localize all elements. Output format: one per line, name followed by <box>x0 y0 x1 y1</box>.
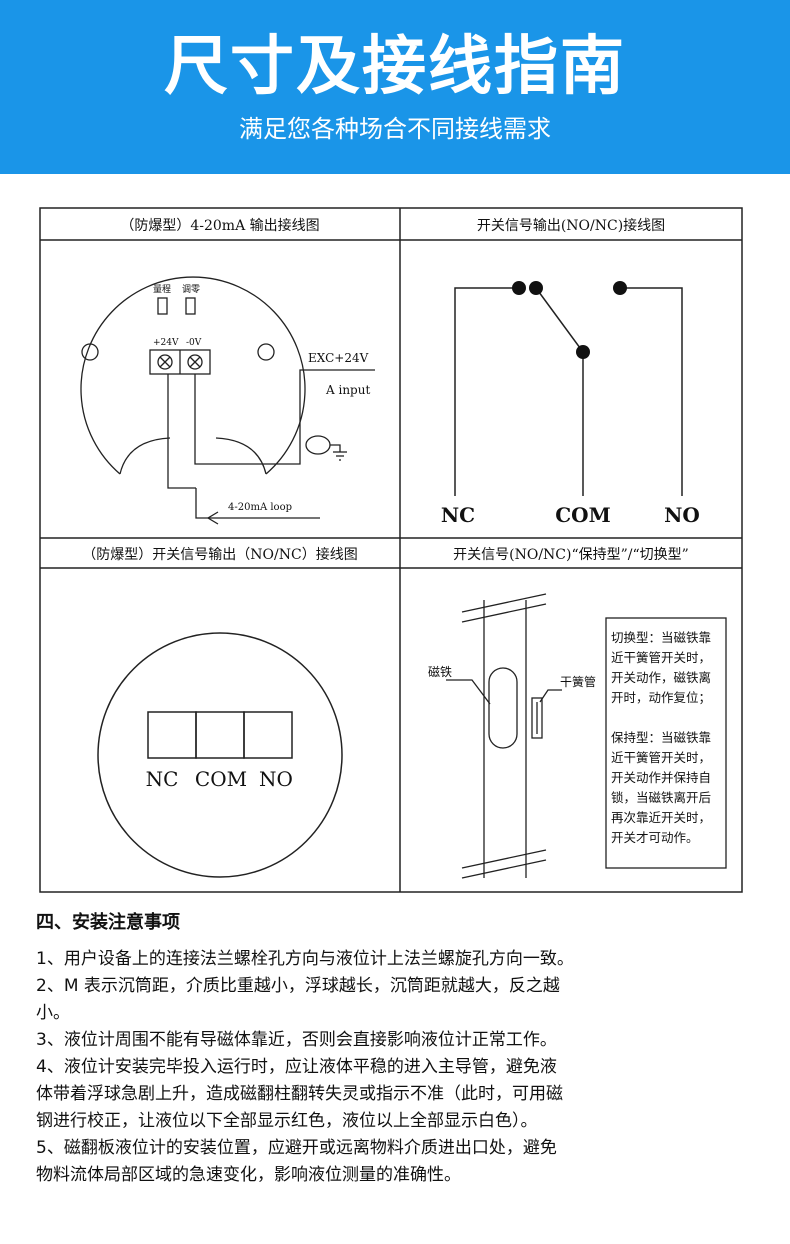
label-exc: EXC+24V <box>308 351 369 365</box>
notes-heading: 四、安装注意事项 <box>36 912 180 933</box>
label-plus24v: +24V <box>153 338 179 348</box>
description-line: 开关动作，磁铁离 <box>611 670 711 685</box>
description-line: 开关动作并保持自 <box>611 770 711 785</box>
note-line: 5、磁翻板液位计的安装位置，应避开或远离物料介质进出口处，避免 <box>36 1138 557 1158</box>
description-box <box>605 617 727 869</box>
notes-list: 1、用户设备上的连接法兰螺栓孔方向与液位计上法兰螺旋孔方向一致。 2、M 表示沉筒… <box>36 946 766 1189</box>
note-line: 3、液位计周围不能有导磁体靠近，否则会直接影响液位计正常工作。 <box>36 1030 557 1050</box>
label-loop: 4-20mA loop <box>228 502 292 513</box>
note-line: 物料流体局部区域的急速变化，影响液位测量的准确性。 <box>36 1165 461 1185</box>
terminal-com: COM <box>195 767 247 791</box>
terminal-housing <box>97 632 343 878</box>
label-input: A input <box>325 383 370 397</box>
label-minus0v: -0V <box>186 338 202 348</box>
panel2-drawing <box>454 287 683 496</box>
note-line: 4、液位计安装完毕投入运行时，应让液体平稳的进入主导管，避免液 <box>36 1057 557 1077</box>
description-line: 锁，当磁铁离开后 <box>611 790 711 805</box>
description-text: 切换型：当磁铁靠近干簧管开关时， 开关动作，磁铁离开时，动作复位； 保持型：当磁铁… <box>611 630 711 845</box>
note-line: 体带着浮球急剧上升，造成磁翻柱翻转失灵或指示不准（此时，可用磁 <box>36 1084 563 1104</box>
label-com: COM <box>555 503 610 527</box>
panel1-caption: （防爆型）4-20mA 输出接线图 <box>120 217 319 234</box>
magnet-shape <box>488 667 518 749</box>
reed-switch <box>531 697 543 739</box>
page-subtitle: 满足您各种场合不同接线需求 <box>239 115 551 143</box>
range-pot <box>157 297 168 315</box>
description-line: 开时，动作复位； <box>611 690 711 705</box>
zero-pot <box>185 297 196 315</box>
install-notes: 四、安装注意事项 1、用户设备上的连接法兰螺栓孔方向与液位计上法兰螺旋孔方向一致… <box>36 908 766 1189</box>
wiring-diagram: （防爆型）4-20mA 输出接线图 开关信号输出(NO/NC)接线图 （防爆型）… <box>39 207 743 893</box>
note-line: 钢进行校正，让液位以下全部显示红色，液位以上全部显示白色）。 <box>36 1111 538 1131</box>
description-line: 近干簧管开关时， <box>611 650 711 665</box>
note-line: 小。 <box>36 1003 70 1023</box>
description-line: 再次靠近开关时， <box>611 810 711 825</box>
housing-outline <box>80 276 306 475</box>
panel4-drawing <box>446 593 727 879</box>
description-line <box>611 710 615 725</box>
label-reed: 干簧管 <box>560 674 596 689</box>
diagram-grid <box>39 207 743 893</box>
panel4-caption: 开关信号(NO/NC)“保持型”/“切换型” <box>453 546 689 563</box>
description-line: 开关才可动作。 <box>611 830 699 845</box>
label-magnet: 磁铁 <box>428 664 452 679</box>
description-line: 切换型：当磁铁靠 <box>611 630 711 645</box>
label-range: 量程 <box>153 284 171 295</box>
label-no: NO <box>664 503 700 527</box>
description-line: 保持型：当磁铁靠 <box>611 730 711 745</box>
panel3-caption: （防爆型）开关信号输出（NO/NC）接线图 <box>82 546 357 563</box>
label-nc: NC <box>441 503 475 527</box>
terminal-no: NO <box>259 767 293 791</box>
note-line: 1、用户设备上的连接法兰螺栓孔方向与液位计上法兰螺旋孔方向一致。 <box>36 949 574 969</box>
note-line: 2、M 表示沉筒距，介质比重越小，浮球越长，沉筒距就越大，反之越 <box>36 976 560 996</box>
panel2-caption: 开关信号输出(NO/NC)接线图 <box>477 217 665 234</box>
panel3-drawing <box>97 632 343 878</box>
contact-dots <box>512 281 627 359</box>
terminal-nc: NC <box>146 767 179 791</box>
panel1-drawing <box>80 276 375 525</box>
header-banner: 尺寸及接线指南 满足您各种场合不同接线需求 <box>0 0 790 174</box>
description-line: 近干簧管开关时， <box>611 750 711 765</box>
page-title: 尺寸及接线指南 <box>164 30 626 104</box>
label-zero: 调零 <box>182 284 200 295</box>
